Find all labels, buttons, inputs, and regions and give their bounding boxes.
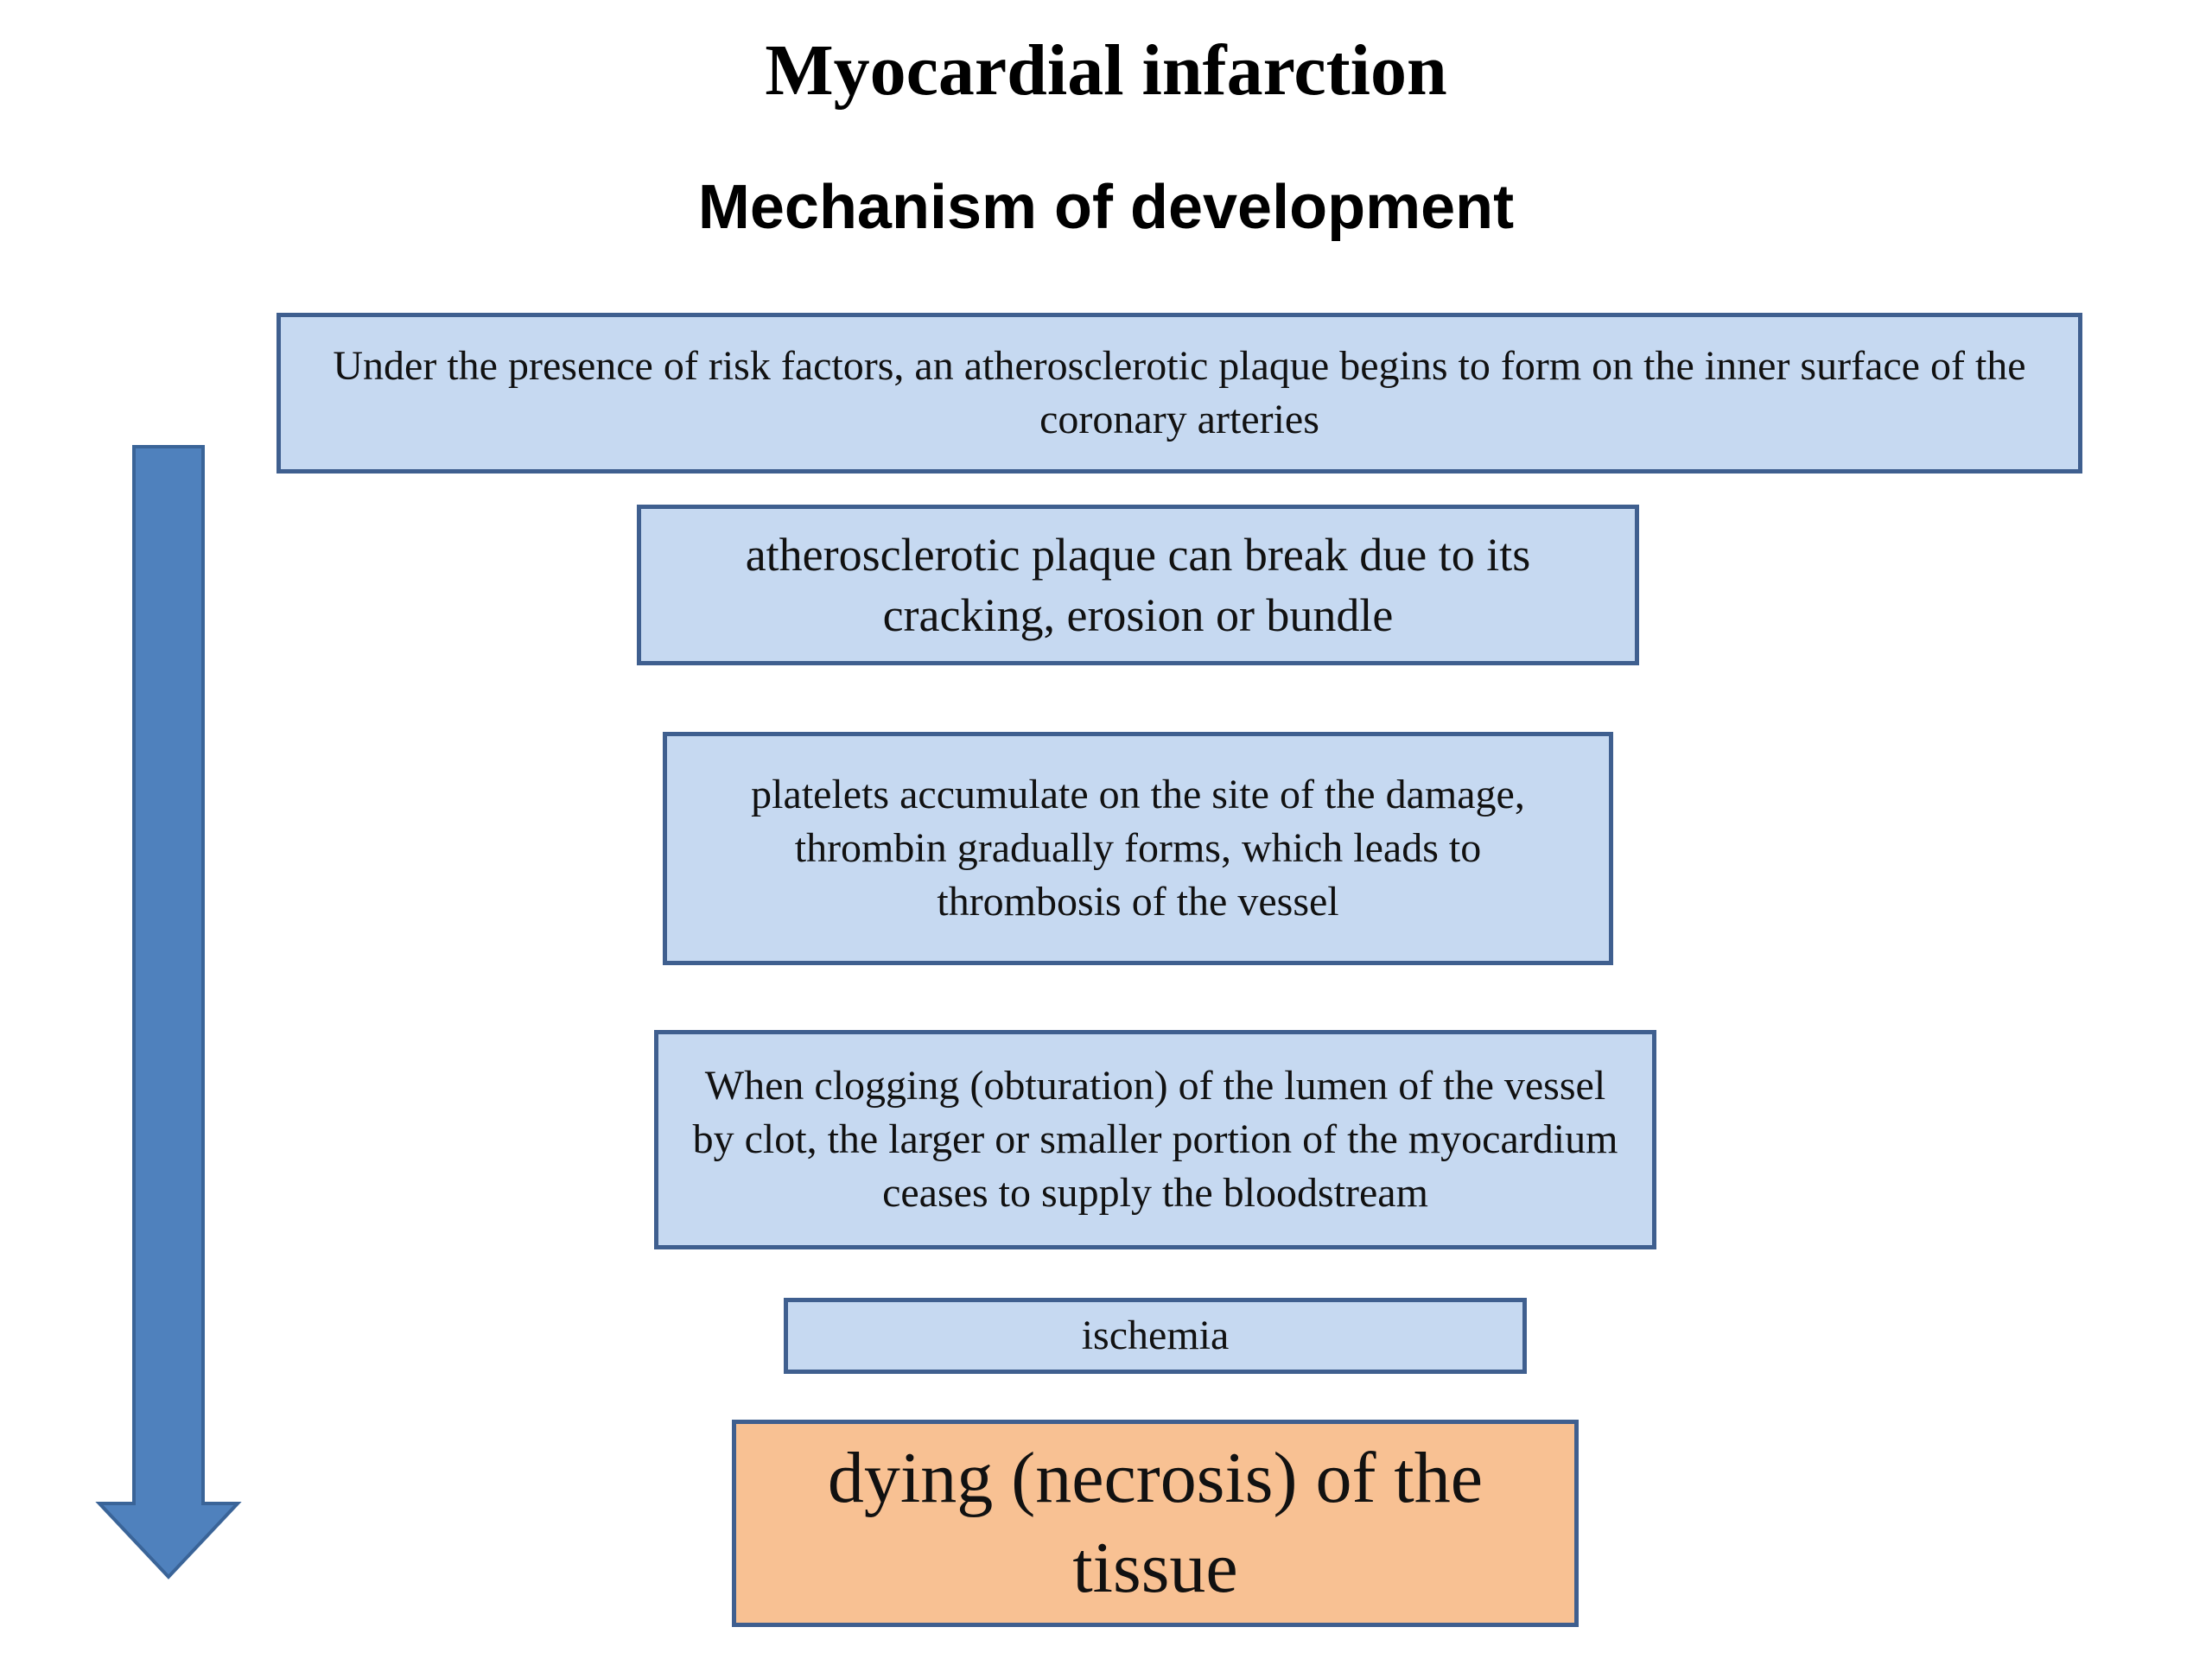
step-ischemia: ischemia (784, 1298, 1527, 1374)
step-platelets-thrombosis: platelets accumulate on the site of the … (663, 732, 1613, 965)
step-text: platelets accumulate on the site of the … (751, 772, 1525, 925)
down-arrow-icon (95, 445, 242, 1580)
step-text: ischemia (1081, 1313, 1230, 1358)
step-risk-factors-plaque: Under the presence of risk factors, an a… (276, 313, 2082, 474)
step-necrosis: dying (necrosis) of the tissue (732, 1420, 1579, 1627)
step-vessel-obturation: When clogging (obturation) of the lumen … (654, 1030, 1656, 1249)
step-text: When clogging (obturation) of the lumen … (692, 1063, 1618, 1216)
step-text: atherosclerotic plaque can break due to … (745, 529, 1531, 641)
step-text: Under the presence of risk factors, an a… (333, 343, 2026, 442)
diagram-title: Myocardial infarction (765, 30, 1447, 111)
diagram-subtitle: Mechanism of development (697, 173, 1515, 242)
step-plaque-break: atherosclerotic plaque can break due to … (637, 505, 1639, 665)
step-text: dying (necrosis) of the tissue (827, 1438, 1484, 1608)
